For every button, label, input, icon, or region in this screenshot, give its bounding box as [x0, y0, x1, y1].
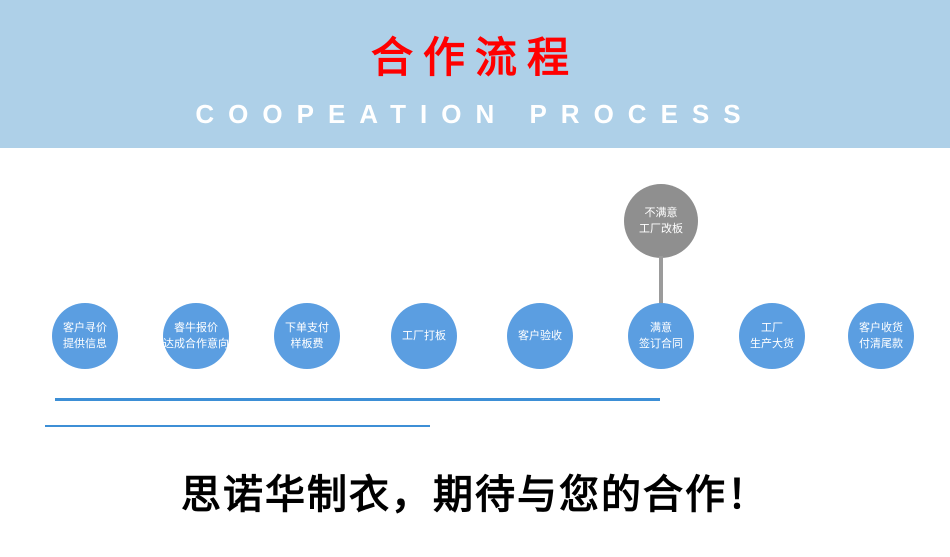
decorative-line-long [55, 398, 660, 401]
decorative-line-short [45, 425, 430, 427]
flow-step-circle-4: 工厂打板 [391, 303, 457, 369]
flow-step-label: 满意 [650, 322, 672, 334]
vertical-connector-line [659, 256, 663, 304]
footer: 思诺华制衣，期待与您的合作！ [0, 462, 950, 520]
slogan-text: 思诺华制衣，期待与您的合作！ [181, 472, 769, 517]
flow-step-label: 生产大货 [750, 338, 794, 350]
flow-step-circle-1: 客户寻价 提供信息 [52, 303, 118, 369]
flow-step-label: 达成合作意向 [163, 338, 229, 350]
flow-step-label: 客户寻价 [63, 322, 107, 334]
flow-step-label: 提供信息 [63, 338, 107, 350]
flow-step-label: 付清尾款 [859, 338, 903, 350]
flow-step-circle-2: 睿牛报价 达成合作意向 [163, 303, 229, 369]
flow-step-circle-8: 客户收货 付清尾款 [848, 303, 914, 369]
flow-step-label: 签订合同 [639, 338, 683, 350]
flow-step-label: 工厂 [761, 322, 783, 334]
flow-step-label: 客户验收 [518, 330, 562, 342]
rework-label: 不满意 [644, 207, 678, 219]
rework-circle: 不满意 工厂改板 [624, 184, 698, 258]
flow-step-circle-7: 工厂 生产大货 [739, 303, 805, 369]
page-subtitle: COOPEATION PROCESS [195, 99, 755, 129]
flow-step-circle-3: 下单支付 样板费 [274, 303, 340, 369]
flow-step-circle-5: 客户验收 [507, 303, 573, 369]
page-title: 合作流程 [370, 34, 579, 81]
flow-step-label: 客户收货 [859, 322, 903, 334]
banner: 合作流程 COOPEATION PROCESS [0, 0, 950, 148]
flow-step-label: 样板费 [290, 338, 324, 350]
process-flow-diagram: 不满意 工厂改板 客户寻价 提供信息 睿牛报价 达成合作意向 下单支付 样板费 … [0, 148, 950, 438]
flow-step-label: 睿牛报价 [174, 322, 218, 334]
flow-step-label: 下单支付 [285, 322, 329, 334]
flow-step-label: 工厂打板 [402, 330, 446, 342]
rework-label: 工厂改板 [639, 223, 683, 235]
flow-step-circle-6: 满意 签订合同 [628, 303, 694, 369]
